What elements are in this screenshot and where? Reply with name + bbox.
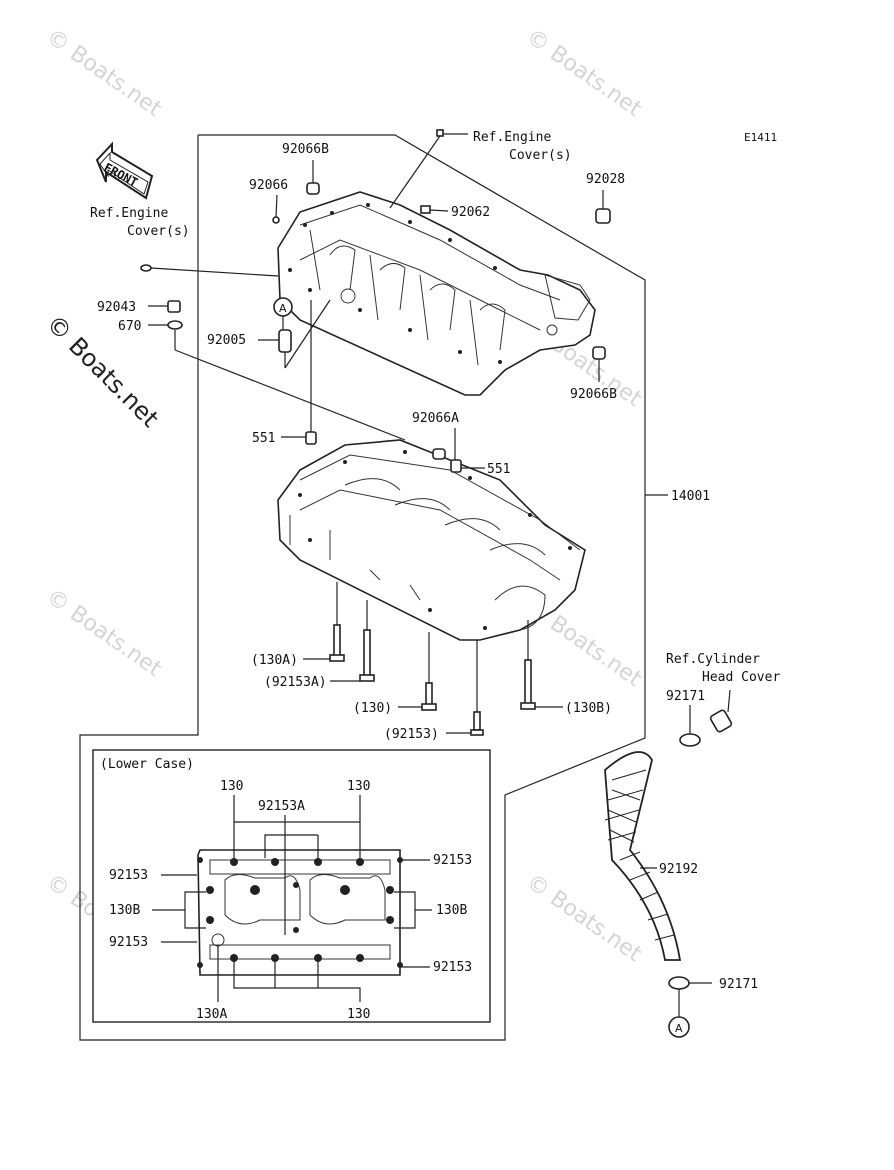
label-lc-130-tr: 130 [347,779,370,794]
lower-case-title: (Lower Case) [100,757,194,772]
label-ref-cylinder-1: Ref.Cylinder [666,652,760,667]
label-92066A: 92066A [412,411,459,426]
part-92066B-top [306,182,320,195]
watermark-2: © Boats.net [522,24,647,122]
label-lc-92153-l1: 92153 [109,868,148,883]
label-130B: (130B) [565,701,612,716]
part-labels: Ref.Engine Cover(s) 92066B 92066 92062 9… [90,130,780,1022]
bolts [303,582,563,736]
label-92062: 92062 [451,205,490,220]
label-92171-bottom: 92171 [719,977,758,992]
label-670: 670 [118,319,141,334]
assembly-bracket [79,134,646,1041]
label-92005: 92005 [207,333,246,348]
label-92066B-right: 92066B [570,387,617,402]
label-ref-cylinder-2: Head Cover [702,670,780,685]
upper-crankcase [277,191,596,396]
label-551-right: 551 [487,462,510,477]
label-ref-engine-cover-left-2: Cover(s) [127,224,190,239]
label-130A: (130A) [251,653,298,668]
label-lc-130B-r: 130B [436,903,467,918]
callout-a-bottom-label: A [675,1022,683,1035]
label-14001: 14001 [671,489,710,504]
lower-case-inset: (Lower Case) [92,749,491,1023]
label-lc-92153-l2: 92153 [109,935,148,950]
label-lc-92153-r1: 92153 [433,853,472,868]
label-92066: 92066 [249,178,288,193]
label-ref-engine-cover-top-1: Ref.Engine [473,130,551,145]
label-92153A: (92153A) [264,675,327,690]
label-lc-92153-r2: 92153 [433,960,472,975]
label-92153: (92153) [384,727,439,742]
label-ref-engine-cover-top-2: Cover(s) [509,148,572,163]
label-92043: 92043 [97,300,136,315]
label-ref-engine-cover-left-1: Ref.Engine [90,206,168,221]
watermark-7: © Boats.net [522,869,647,967]
callout-a-bottom [668,1016,690,1038]
diagram-code: E1411 [744,131,777,144]
callout-a-top-label: A [279,302,287,315]
label-92028: 92028 [586,172,625,187]
label-551-left: 551 [252,431,275,446]
breather-hose: A [604,689,733,1038]
label-92192: 92192 [659,862,698,877]
label-92171-top: 92171 [666,689,705,704]
front-arrow-icon: FRONT [95,141,154,200]
watermark-large: © Boats.net [41,309,164,432]
lower-crankcase [277,439,586,641]
label-lc-130-tl: 130 [220,779,243,794]
small-parts: A [140,129,668,496]
label-lc-130-b: 130 [347,1007,370,1022]
watermark-1: © Boats.net [42,24,167,122]
label-130: (130) [353,701,392,716]
label-lc-130A: 130A [196,1007,227,1022]
label-92066B-top: 92066B [282,142,329,157]
label-lc-130B-l: 130B [109,903,140,918]
watermark-4: © Boats.net [42,584,167,682]
label-lc-92153A: 92153A [258,799,305,814]
